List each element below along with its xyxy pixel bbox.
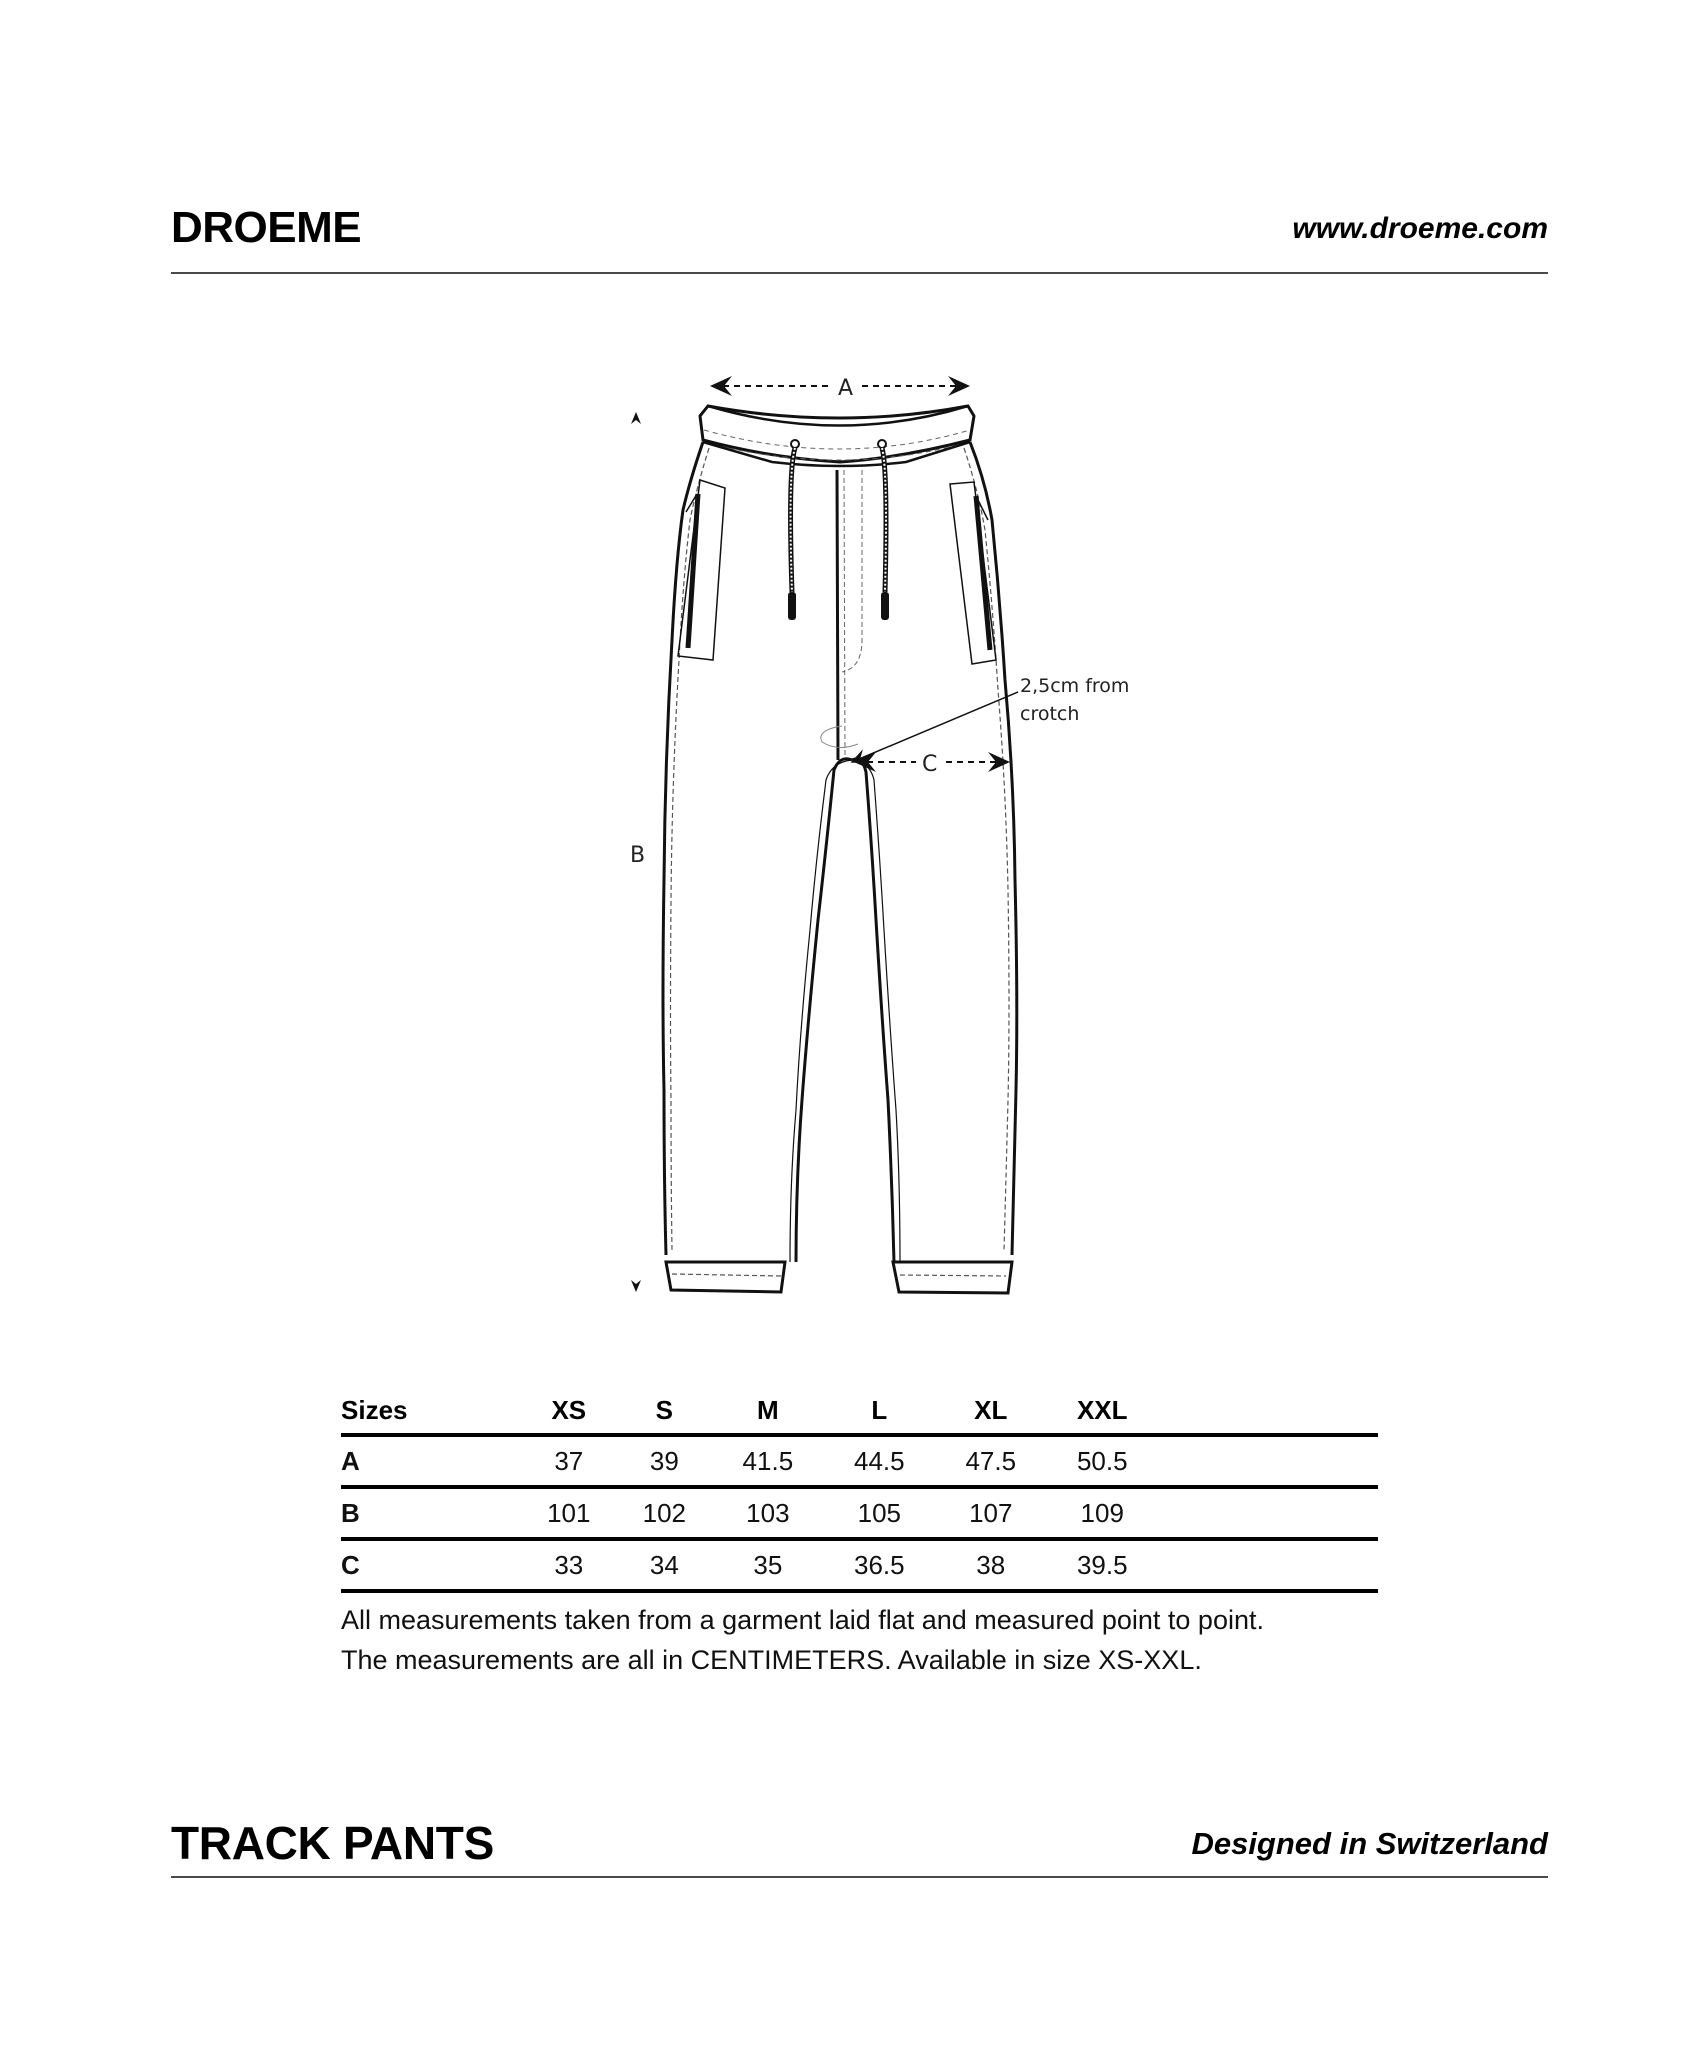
cell: 39 [616,1435,713,1489]
footer-divider [171,1876,1548,1878]
size-header-xl: XL [935,1387,1047,1437]
cell: 47.5 [935,1435,1047,1489]
row-label-c: C [341,1539,521,1593]
drawstrings [788,439,889,620]
fly [820,469,863,761]
row-label-a: A [341,1435,521,1489]
right-leg [851,441,1019,1295]
right-pocket [949,481,997,665]
cell: 107 [935,1487,1047,1541]
waistband [698,404,976,468]
crotch-note: 2,5cm from crotch [850,675,1129,764]
dimension-c: C [854,752,1010,777]
cell: 36.5 [823,1539,936,1593]
cell: 103 [712,1487,824,1541]
cell: 33 [521,1539,617,1593]
sizes-label: Sizes [341,1387,521,1437]
row-label-b: B [341,1487,521,1541]
cell: 50.5 [1046,1435,1158,1489]
size-table-header: Sizes XS S M L XL XXL [341,1387,1378,1437]
cell: 102 [616,1487,713,1541]
cell: 38 [935,1539,1047,1593]
svg-text:2,5cm from: 2,5cm from [1020,675,1129,697]
table-spacer [1158,1387,1378,1437]
brand-logo: DROEME [171,203,362,252]
svg-text:crotch: crotch [1020,703,1079,725]
size-table: Sizes XS S M L XL XXL A 37 39 41.5 44.5 … [341,1387,1378,1593]
svg-text:C: C [922,752,937,777]
dimension-a: A [710,376,970,401]
pants-illustration: A B [630,376,1129,1295]
svg-text:B: B [630,843,645,868]
size-header-m: M [712,1387,824,1437]
measurement-footnote: All measurements taken from a garment la… [341,1600,1264,1680]
cell: 101 [521,1487,617,1541]
header-divider [171,272,1548,274]
cell: 34 [616,1539,713,1593]
size-header-l: L [823,1387,936,1437]
size-header-s: S [616,1387,713,1437]
website-link[interactable]: www.droeme.com [1292,212,1548,245]
left-leg [661,441,853,1294]
table-row: C 33 34 35 36.5 38 39.5 [341,1539,1378,1593]
size-header-xs: XS [521,1387,617,1437]
svg-text:A: A [838,376,853,401]
dimension-b: B [630,412,645,1292]
cell: 105 [823,1487,936,1541]
pants-diagram: A B [600,360,1160,1320]
cell: 37 [521,1435,617,1489]
table-row: A 37 39 41.5 44.5 47.5 50.5 [341,1435,1378,1489]
table-spacer [1158,1487,1378,1541]
left-pocket [677,479,726,661]
cell: 41.5 [712,1435,824,1489]
table-row: B 101 102 103 105 107 109 [341,1487,1378,1541]
product-name: TRACK PANTS [171,1817,494,1869]
footnote-line-1: All measurements taken from a garment la… [341,1605,1264,1635]
table-spacer [1158,1435,1378,1489]
footnote-line-2: The measurements are all in CENTIMETERS.… [341,1645,1202,1675]
cell: 39.5 [1046,1539,1158,1593]
cell: 109 [1046,1487,1158,1541]
origin-tagline: Designed in Switzerland [1191,1826,1548,1861]
table-spacer [1158,1539,1378,1593]
cell: 35 [712,1539,824,1593]
cell: 44.5 [823,1435,936,1489]
size-header-xxl: XXL [1046,1387,1158,1437]
